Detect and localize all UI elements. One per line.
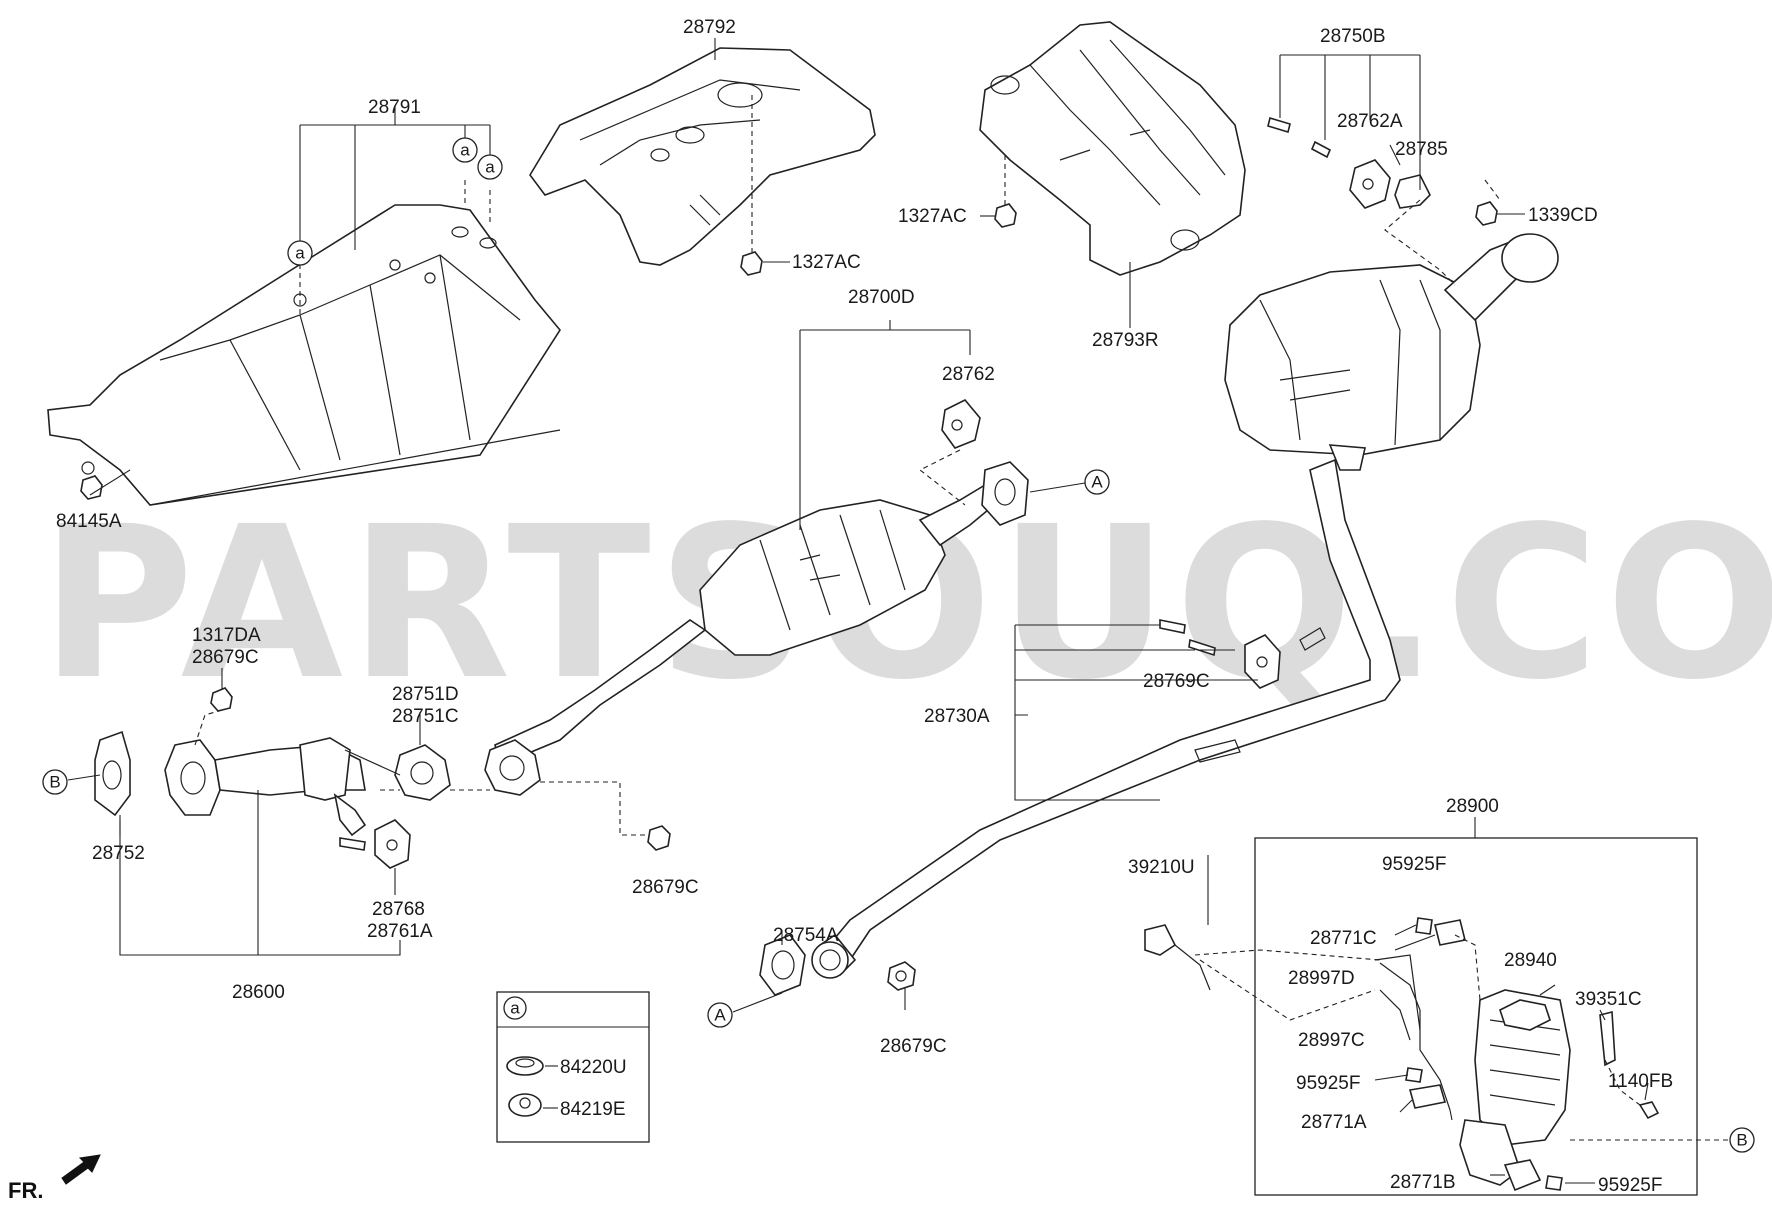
- hanger-28768: [374, 819, 411, 869]
- rear-muffler: [1224, 233, 1559, 471]
- svg-text:a: a: [295, 244, 305, 263]
- callout-a-2: a: [452, 137, 478, 163]
- label-28679c-c: 28679C: [880, 1036, 947, 1057]
- label-28771b: 28771B: [1390, 1172, 1456, 1193]
- flange-28751: [484, 739, 541, 796]
- sensor-39351c: [1599, 1010, 1616, 1067]
- bolt-95925f-c: [1545, 1175, 1563, 1191]
- gasket-28751d: [394, 744, 451, 801]
- callout-A-lower: A: [707, 1002, 733, 1028]
- bracket-28771b: [1503, 1159, 1542, 1192]
- label-84145a: 84145A: [56, 511, 122, 532]
- label-1140fb: 1140FB: [1608, 1071, 1673, 1092]
- svg-text:a: a: [485, 158, 495, 177]
- part-labels: 28791 28792 1327AC 1327AC 28793R 28750B …: [56, 17, 1673, 1196]
- bolt-95925f-b: [1405, 1067, 1423, 1083]
- grommet-84220u-icon: [506, 1056, 544, 1076]
- catalytic-converter-28940: [1459, 989, 1571, 1186]
- label-28997d: 28997D: [1288, 968, 1355, 989]
- grommet-84219e-icon: [508, 1093, 542, 1117]
- wire-harness-28997: [1374, 954, 1451, 1111]
- label-28679c-a: 28679C: [192, 647, 259, 668]
- fr-label: FR.: [8, 1178, 43, 1203]
- leader-lines: [67, 38, 1730, 1184]
- nut-84145a: [80, 475, 103, 500]
- label-28751d: 28751D: [392, 684, 459, 705]
- heat-protector-28791: [47, 204, 561, 506]
- label-39210u: 39210U: [1128, 857, 1195, 878]
- label-95925f-a: 95925F: [1382, 854, 1446, 875]
- hanger-28762: [941, 399, 981, 449]
- label-28900: 28900: [1446, 796, 1499, 817]
- label-39351c: 39351C: [1575, 989, 1642, 1010]
- legend-item-84219e: 84219E: [560, 1099, 626, 1120]
- bolt-95925f-a: [1415, 917, 1433, 935]
- label-1327ac-top: 1327AC: [898, 206, 967, 227]
- label-1317da: 1317DA: [192, 625, 261, 646]
- legend-header: a: [510, 999, 520, 1018]
- bolt-1140fb: [1638, 1101, 1660, 1120]
- center-pipe-28730a: [811, 458, 1401, 979]
- center-muffler-28700d: [494, 483, 1002, 767]
- front-pipe-28600: [164, 737, 401, 837]
- svg-text:A: A: [714, 1006, 726, 1025]
- nut-1327ac-mid: [740, 251, 763, 276]
- label-28754a: 28754A: [773, 925, 839, 946]
- label-28768: 28768: [372, 899, 425, 920]
- label-28771a: 28771A: [1301, 1112, 1367, 1133]
- hanger-28762a: [1267, 116, 1431, 209]
- label-28700d: 28700D: [848, 287, 915, 308]
- heat-protector-28792: [529, 47, 876, 266]
- label-95925f-b: 95925F: [1296, 1073, 1360, 1094]
- label-28769c: 28769C: [1143, 671, 1210, 692]
- gasket-28754a: [759, 934, 806, 996]
- label-28940: 28940: [1504, 950, 1557, 971]
- nut-1317da: [210, 687, 233, 712]
- label-28600: 28600: [232, 982, 285, 1003]
- callout-B-right: B: [1729, 1127, 1755, 1153]
- legend-box: a 84220U 84219E: [496, 991, 650, 1143]
- legend-item-84220u: 84220U: [560, 1057, 627, 1078]
- label-28730a: 28730A: [924, 706, 990, 727]
- label-28762: 28762: [942, 364, 995, 385]
- label-28761a: 28761A: [367, 921, 433, 942]
- label-28752: 28752: [92, 843, 145, 864]
- label-1339cd: 1339CD: [1528, 205, 1598, 226]
- svg-text:B: B: [1736, 1131, 1747, 1150]
- label-28762a: 28762A: [1337, 111, 1403, 132]
- svg-text:B: B: [49, 773, 60, 792]
- bolt-28761a: [339, 837, 366, 851]
- svg-text:a: a: [460, 141, 470, 160]
- nut-28679c-lower: [887, 961, 916, 991]
- label-28997c: 28997C: [1298, 1030, 1365, 1051]
- callout-a-1: a: [287, 230, 313, 266]
- svg-text:A: A: [1091, 473, 1103, 492]
- callout-B-left: B: [42, 769, 68, 795]
- label-28785: 28785: [1395, 139, 1448, 160]
- callout-A-upper: A: [1084, 469, 1110, 495]
- nut-1327ac-top: [994, 203, 1017, 228]
- front-arrow-icon: [61, 1154, 101, 1185]
- label-28679c-b: 28679C: [632, 877, 699, 898]
- box-28900: [1254, 837, 1698, 1196]
- nut-1339cd: [1475, 201, 1498, 226]
- label-28791: 28791: [368, 97, 421, 118]
- label-28771c: 28771C: [1310, 928, 1377, 949]
- label-28793r: 28793R: [1092, 330, 1159, 351]
- label-95925f-c: 95925F: [1598, 1175, 1662, 1196]
- label-28751c: 28751C: [392, 706, 459, 727]
- nut-28679c-middle: [647, 825, 671, 851]
- label-28750b: 28750B: [1320, 26, 1386, 47]
- callout-a-3: a: [477, 154, 503, 180]
- bracket-28771a: [1408, 1084, 1447, 1109]
- gasket-28752: [94, 730, 131, 817]
- label-28792: 28792: [683, 17, 736, 38]
- bracket-28771c: [1434, 919, 1466, 946]
- flange-upper: [981, 461, 1029, 526]
- front-direction-marker: FR.: [8, 1154, 101, 1203]
- heat-protector-28793r: [979, 21, 1246, 276]
- label-1327ac-mid: 1327AC: [792, 252, 861, 273]
- oxygen-sensor-39210u: [1144, 924, 1211, 991]
